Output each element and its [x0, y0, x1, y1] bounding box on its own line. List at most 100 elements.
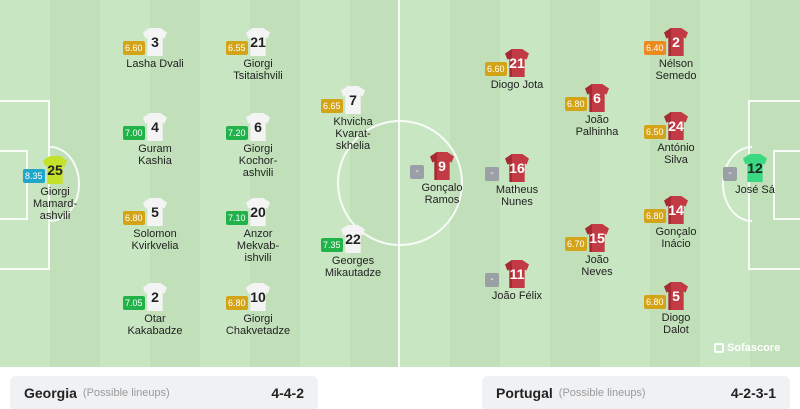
player-name: Gonçalo Inácio: [655, 226, 697, 250]
player-home-4[interactable]: 2 7.05 Otar Kakabadze: [100, 283, 210, 353]
player-shirt-icon: 12: [743, 154, 767, 182]
player-number: 21: [250, 34, 266, 50]
player-rating: 6.80: [644, 209, 666, 223]
player-away-6[interactable]: 2 6.40 Nélson Semedo: [621, 28, 731, 98]
player-rating: -: [485, 273, 499, 287]
player-home-0[interactable]: 25 8.35 Giorgi Mamard- ashvili: [0, 156, 110, 226]
player-name: José Sá: [735, 184, 775, 196]
sofascore-logo-icon: [714, 343, 724, 353]
player-number: 24: [668, 118, 684, 134]
player-home-8[interactable]: 10 6.80 Giorgi Chakvetadze: [203, 283, 313, 353]
player-rating: 6.80: [123, 211, 145, 225]
player-home-2[interactable]: 4 7.00 Guram Kashia: [100, 113, 210, 183]
player-shirt-icon: 5: [664, 282, 688, 310]
player-shirt-icon: 11: [505, 260, 529, 288]
player-away-0[interactable]: 9 - Gonçalo Ramos: [387, 152, 497, 222]
player-number: 16: [509, 160, 525, 176]
player-shirt-icon: 25: [43, 156, 67, 184]
home-team-name[interactable]: Georgia: [24, 384, 77, 401]
player-number: 21: [509, 55, 525, 71]
player-name: Matheus Nunes: [495, 184, 539, 208]
player-number: 6: [254, 119, 262, 135]
player-shirt-icon: 24: [664, 112, 688, 140]
player-name: Giorgi Mamard- ashvili: [32, 186, 77, 222]
home-lineup-note: (Possible lineups): [82, 386, 170, 399]
player-shirt-icon: 5: [143, 198, 167, 226]
player-rating: 7.00: [123, 126, 145, 140]
player-number: 7: [349, 92, 357, 108]
player-number: 10: [250, 289, 266, 305]
player-home-1[interactable]: 3 6.60 Lasha Dvali: [100, 28, 210, 98]
away-team-bar: Portugal (Possible lineups) 4-2-3-1: [482, 376, 790, 409]
home-team-bar: Georgia (Possible lineups) 4-4-2: [10, 376, 318, 409]
player-number: 5: [672, 288, 680, 304]
penalty-box-left: [0, 100, 50, 270]
player-away-10[interactable]: 12 - José Sá: [700, 154, 800, 224]
player-name: Georges Mikautadze: [324, 255, 382, 279]
player-home-9[interactable]: 7 6.65 Khvicha Kvarat- skhelia: [298, 86, 408, 156]
player-name: Giorgi Kochor- ashvili: [238, 143, 278, 179]
player-number: 9: [438, 158, 446, 174]
player-away-2[interactable]: 16 - Matheus Nunes: [462, 154, 572, 224]
player-rating: -: [723, 167, 737, 181]
player-home-6[interactable]: 6 7.20 Giorgi Kochor- ashvili: [203, 113, 313, 183]
player-number: 22: [345, 231, 361, 247]
player-away-3[interactable]: 11 - João Félix: [462, 260, 572, 330]
player-rating: 6.60: [123, 41, 145, 55]
player-number: 11: [509, 266, 525, 282]
player-rating: 7.10: [226, 211, 248, 225]
player-number: 6: [593, 90, 601, 106]
player-rating: 7.20: [226, 126, 248, 140]
player-rating: 6.65: [321, 99, 343, 113]
watermark-text: Sofascore: [727, 342, 781, 354]
player-shirt-icon: 21: [246, 28, 270, 56]
goal-box-left: [0, 150, 28, 220]
player-home-10[interactable]: 22 7.35 Georges Mikautadze: [298, 225, 408, 295]
player-rating: 6.70: [565, 237, 587, 251]
player-shirt-icon: 6: [246, 113, 270, 141]
player-rating: 6.55: [226, 41, 248, 55]
away-formation: 4-2-3-1: [730, 384, 776, 401]
goal-box-right: [773, 150, 800, 220]
player-rating: -: [485, 167, 499, 181]
player-name: Solomon Kvirkvelia: [131, 228, 179, 252]
player-home-5[interactable]: 21 6.55 Giorgi Tsitaishvili: [203, 28, 313, 98]
player-name: Otar Kakabadze: [127, 313, 183, 337]
player-rating: 6.50: [644, 125, 666, 139]
player-number: 2: [151, 289, 159, 305]
player-rating: 6.80: [226, 296, 248, 310]
player-shirt-icon: 14: [664, 196, 688, 224]
player-shirt-icon: 7: [341, 86, 365, 114]
player-away-7[interactable]: 24 6.50 António Silva: [621, 112, 731, 182]
away-team-name[interactable]: Portugal: [496, 384, 553, 401]
player-rating: 6.60: [485, 62, 507, 76]
player-name: Giorgi Chakvetadze: [225, 313, 291, 337]
player-away-5[interactable]: 15 6.70 João Neves: [542, 224, 652, 294]
player-name: Gonçalo Ramos: [421, 182, 463, 206]
player-name: Lasha Dvali: [126, 58, 184, 70]
player-shirt-icon: 2: [664, 28, 688, 56]
player-away-9[interactable]: 5 6.80 Diogo Dalot: [621, 282, 731, 352]
player-shirt-icon: 15: [585, 224, 609, 252]
center-circle: [337, 120, 463, 246]
player-shirt-icon: 4: [143, 113, 167, 141]
player-number: 20: [250, 204, 266, 220]
player-away-4[interactable]: 6 6.80 João Palhinha: [542, 84, 652, 154]
player-shirt-icon: 9: [430, 152, 454, 180]
football-pitch: 25 8.35 Giorgi Mamard- ashvili 3 6.60 La…: [0, 0, 800, 367]
player-away-1[interactable]: 21 6.60 Diogo Jota: [462, 49, 572, 119]
player-away-8[interactable]: 14 6.80 Gonçalo Inácio: [621, 196, 731, 266]
player-shirt-icon: 3: [143, 28, 167, 56]
player-name: João Neves: [581, 254, 613, 278]
player-home-7[interactable]: 20 7.10 Anzor Mekvab- ishvili: [203, 198, 313, 268]
player-name: Guram Kashia: [138, 143, 172, 167]
player-home-3[interactable]: 5 6.80 Solomon Kvirkvelia: [100, 198, 210, 268]
player-rating: 6.40: [644, 41, 666, 55]
player-rating: 6.80: [644, 295, 666, 309]
player-number: 3: [151, 34, 159, 50]
player-number: 5: [151, 204, 159, 220]
player-shirt-icon: 21: [505, 49, 529, 77]
player-name: Nélson Semedo: [655, 58, 697, 82]
away-lineup-note: (Possible lineups): [558, 386, 646, 399]
player-name: Giorgi Tsitaishvili: [233, 58, 283, 82]
